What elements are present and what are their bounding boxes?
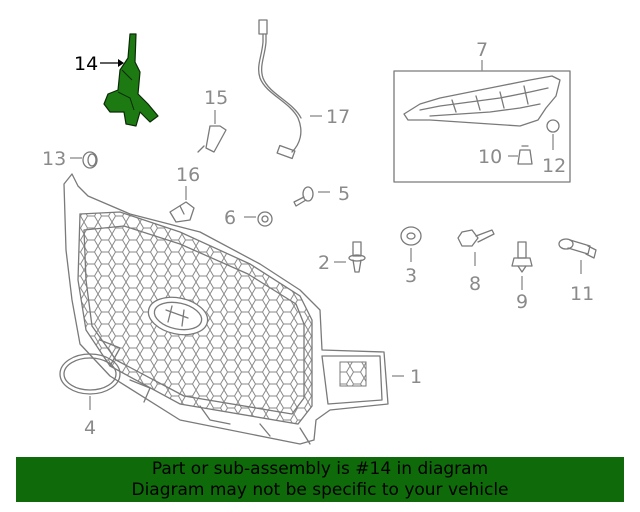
banner-line-1: Part or sub-assembly is #14 in diagram xyxy=(151,459,489,479)
banner-line-2: Diagram may not be specific to your vehi… xyxy=(131,480,509,500)
part-11-bolt xyxy=(558,238,597,259)
callout-12: 12 xyxy=(542,155,566,177)
arrowhead-14 xyxy=(118,59,124,67)
callout-3: 3 xyxy=(405,265,417,287)
part-15-clip xyxy=(197,125,227,153)
callout-16: 16 xyxy=(176,164,200,186)
callout-15: 15 xyxy=(204,87,228,109)
callout-7: 7 xyxy=(476,39,488,61)
part-4-ring xyxy=(59,353,121,395)
callout-13: 13 xyxy=(42,148,66,170)
info-banner: Part or sub-assembly is #14 in diagram D… xyxy=(16,457,624,502)
callout-4: 4 xyxy=(84,417,96,439)
callout-17: 17 xyxy=(326,106,350,128)
part-13-plug xyxy=(82,151,98,169)
callout-2: 2 xyxy=(318,252,330,274)
callout-5: 5 xyxy=(338,183,350,205)
callout-10: 10 xyxy=(478,146,502,168)
part-3-clip xyxy=(400,226,422,246)
part-5-pin xyxy=(293,186,314,207)
callout-1: 1 xyxy=(410,366,422,388)
part-14-bracket xyxy=(103,33,159,127)
callout-8: 8 xyxy=(469,273,481,295)
part-9-screw xyxy=(511,241,533,273)
callout-6: 6 xyxy=(224,207,236,229)
part-16-clip xyxy=(169,201,195,223)
part-6-clip xyxy=(257,211,273,227)
part-8-bolt xyxy=(457,229,495,247)
callout-14: 14 xyxy=(74,53,98,75)
callout-9: 9 xyxy=(516,291,528,313)
part-17-harness xyxy=(257,19,302,160)
part-1-grille xyxy=(63,173,389,445)
part-2-pushpin xyxy=(348,241,366,273)
callout-11: 11 xyxy=(570,283,594,305)
